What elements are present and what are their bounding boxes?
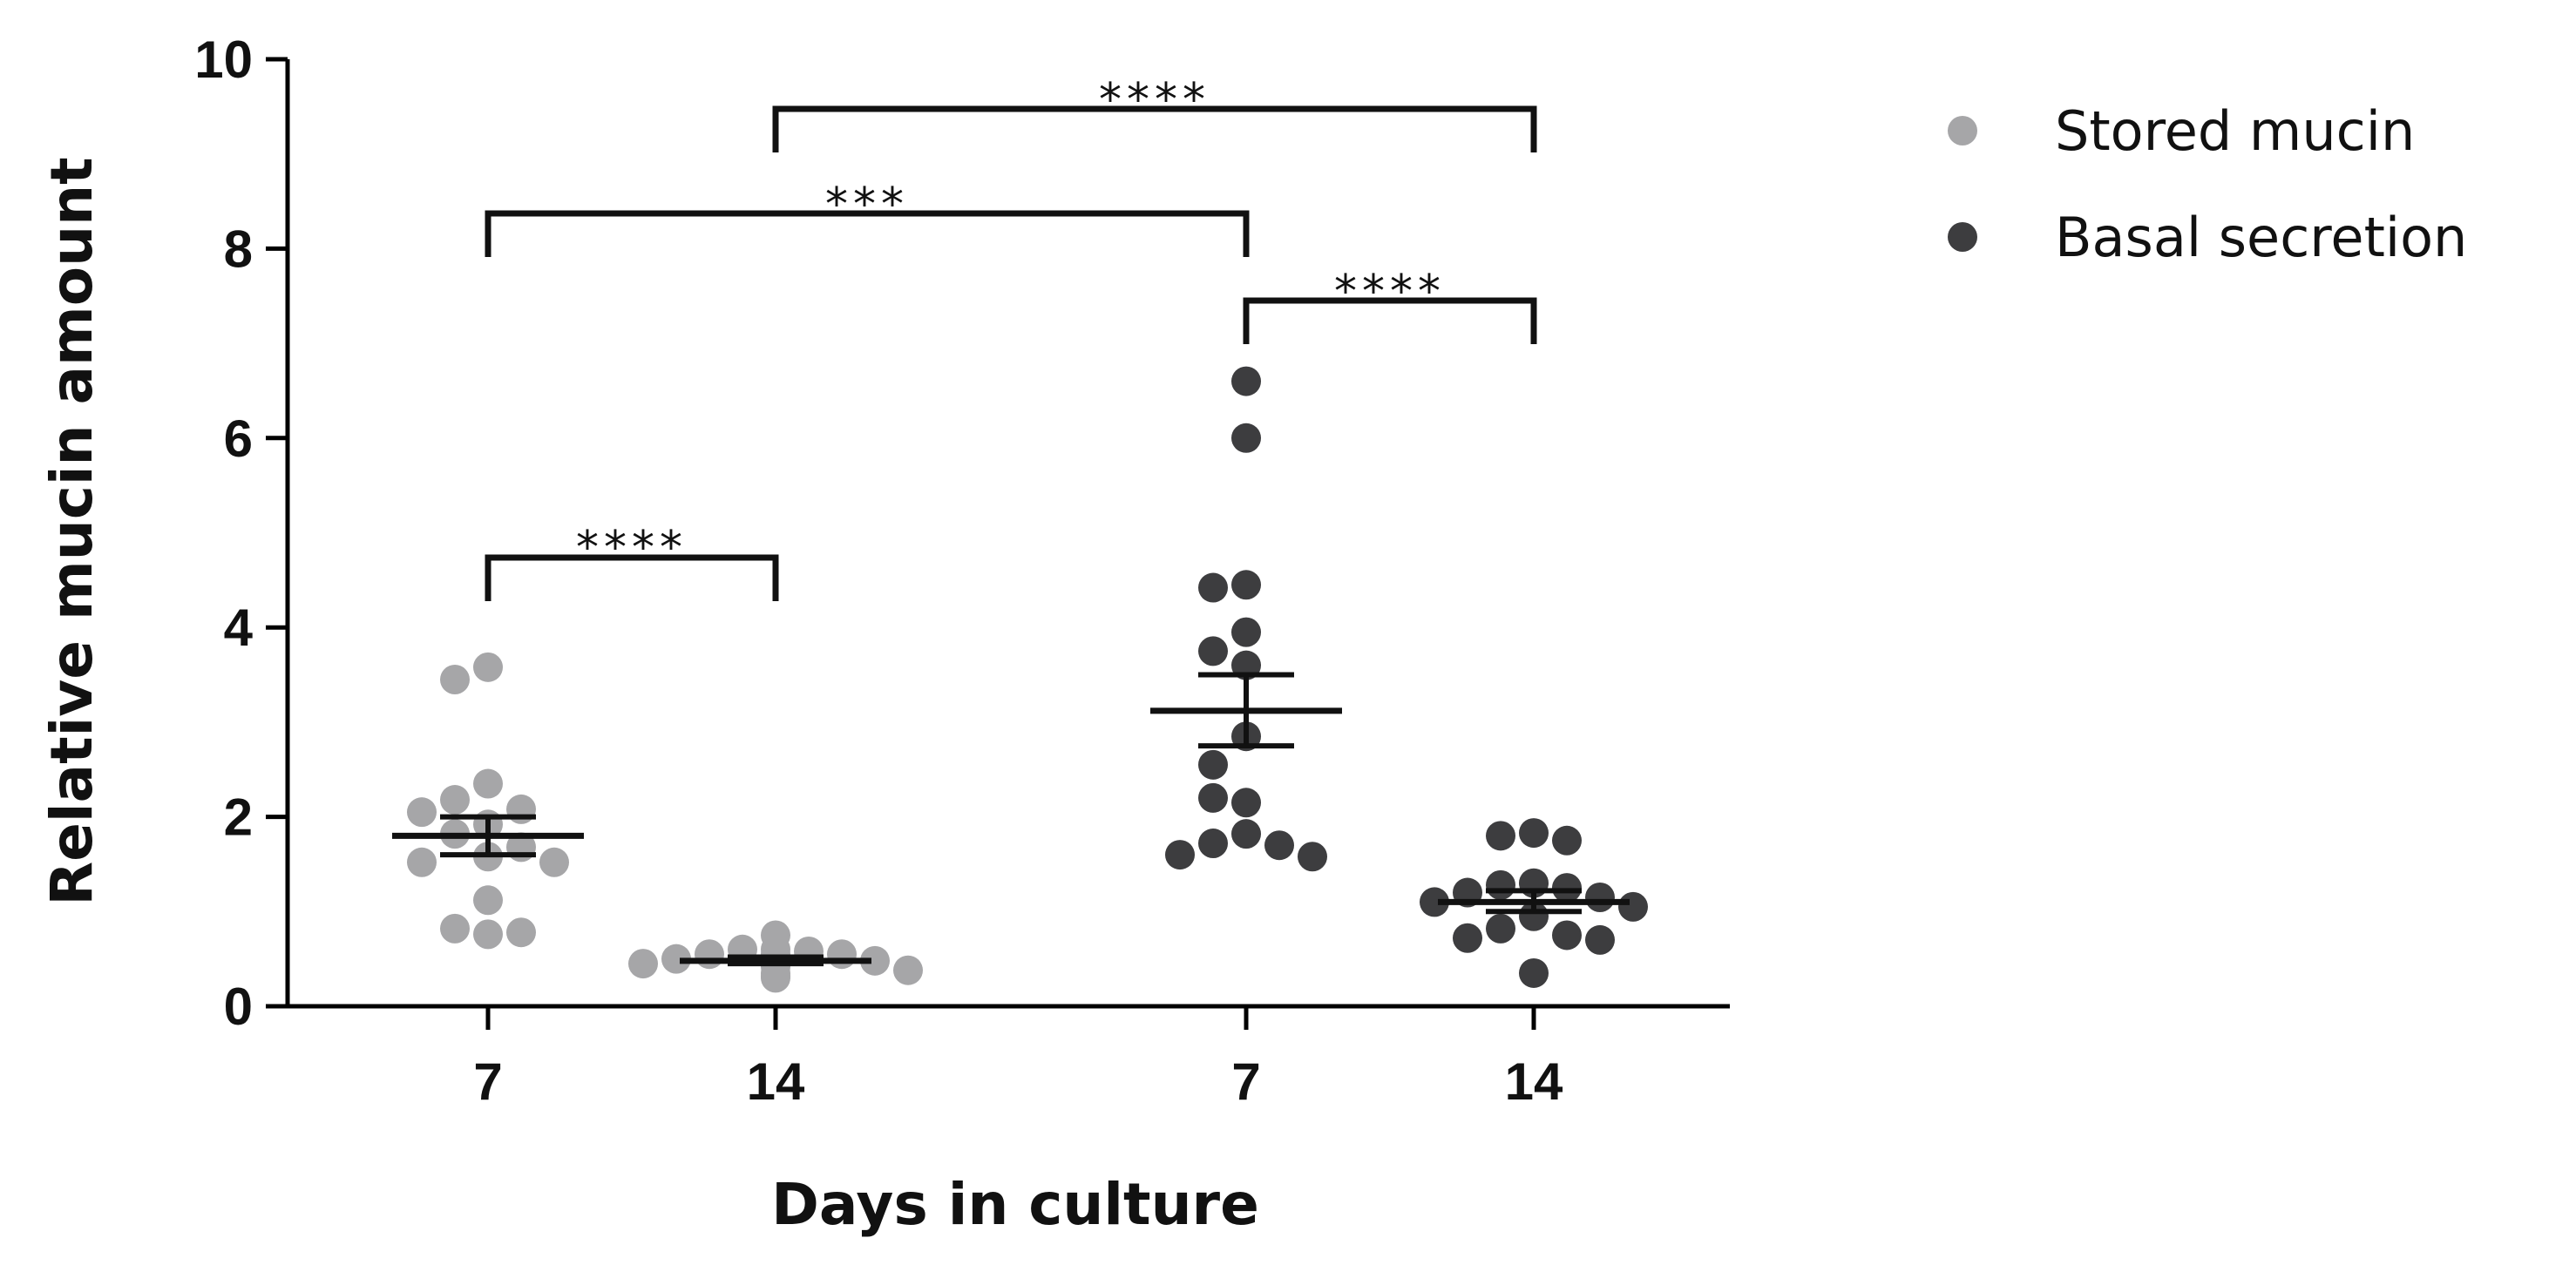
y-tick-label: 6 bbox=[224, 409, 253, 468]
data-point bbox=[827, 939, 857, 970]
data-point bbox=[473, 919, 503, 950]
data-point bbox=[860, 945, 890, 976]
data-point bbox=[1231, 788, 1261, 818]
data-point bbox=[506, 917, 536, 948]
data-point bbox=[1231, 617, 1261, 647]
data-point bbox=[506, 794, 536, 824]
x-ticks: 7 14 7 14 bbox=[473, 1006, 1563, 1111]
legend-label-stored-mucin: Stored mucin bbox=[2055, 99, 2415, 163]
data-point bbox=[893, 955, 923, 985]
data-point bbox=[1198, 636, 1228, 666]
data-point bbox=[695, 939, 724, 970]
significance-bracket bbox=[485, 210, 1250, 257]
legend-marker-stored-mucin bbox=[1948, 116, 1977, 145]
data-point bbox=[1198, 749, 1228, 780]
x-axis-title: Days in culture bbox=[771, 1171, 1259, 1238]
data-point bbox=[1585, 882, 1615, 912]
mean-sem-bars bbox=[392, 672, 1630, 967]
data-point bbox=[473, 885, 503, 916]
y-tick-label: 8 bbox=[224, 220, 253, 278]
data-point bbox=[440, 785, 470, 815]
data-point bbox=[1231, 423, 1261, 453]
data-point bbox=[1298, 842, 1327, 872]
data-point bbox=[1519, 901, 1549, 931]
data-point bbox=[1519, 818, 1549, 849]
axes: 0 2 4 6 8 10 7 14 7 14 bbox=[194, 30, 1730, 1111]
data-point bbox=[1231, 366, 1261, 396]
significance-label: **** bbox=[576, 522, 688, 574]
data-point bbox=[1552, 873, 1582, 903]
data-point bbox=[1420, 887, 1449, 917]
legend-label-basal-secretion: Basal secretion bbox=[2055, 206, 2467, 269]
significance-brackets: *************** bbox=[485, 74, 1537, 601]
data-point bbox=[473, 652, 503, 682]
data-point bbox=[1165, 840, 1195, 870]
significance-bracket bbox=[1243, 297, 1537, 344]
significance-bracket bbox=[772, 105, 1537, 152]
data-point bbox=[1519, 957, 1549, 988]
data-point bbox=[628, 949, 658, 979]
data-point bbox=[1486, 869, 1515, 900]
data-points bbox=[407, 366, 1648, 993]
data-point bbox=[1486, 821, 1515, 851]
legend-marker-basal-secretion bbox=[1948, 222, 1977, 252]
x-tick-label: 14 bbox=[747, 1052, 805, 1111]
data-point bbox=[1231, 570, 1261, 600]
significance-label: **** bbox=[1099, 74, 1210, 126]
data-point bbox=[1585, 924, 1615, 955]
y-tick-label: 0 bbox=[224, 978, 253, 1036]
data-point bbox=[661, 944, 691, 974]
data-point bbox=[1198, 572, 1228, 603]
y-tick-label: 2 bbox=[224, 788, 253, 847]
y-tick-label: 4 bbox=[224, 599, 254, 657]
data-point bbox=[407, 797, 437, 828]
significance-label: *** bbox=[825, 179, 909, 231]
y-tick-label: 10 bbox=[194, 30, 253, 89]
x-tick-label: 14 bbox=[1505, 1052, 1563, 1111]
data-point bbox=[440, 664, 470, 694]
data-point bbox=[539, 847, 569, 877]
significance-bracket bbox=[485, 554, 779, 601]
data-point bbox=[1198, 782, 1228, 813]
y-ticks: 0 2 4 6 8 10 bbox=[194, 30, 288, 1036]
data-point bbox=[1552, 825, 1582, 856]
significance-label: **** bbox=[1334, 266, 1446, 318]
x-tick-label: 7 bbox=[473, 1052, 502, 1111]
legend: Stored mucin Basal secretion bbox=[1948, 99, 2467, 269]
y-axis-title: Relative mucin amount bbox=[38, 157, 105, 905]
x-tick-label: 7 bbox=[1231, 1052, 1260, 1111]
data-point bbox=[1618, 891, 1648, 922]
data-point bbox=[1198, 829, 1228, 859]
data-point bbox=[1552, 920, 1582, 950]
data-point bbox=[407, 847, 437, 877]
data-point bbox=[1453, 923, 1482, 953]
data-point bbox=[1264, 830, 1294, 861]
data-point bbox=[473, 768, 503, 799]
data-point bbox=[1486, 913, 1515, 944]
data-point bbox=[1231, 819, 1261, 849]
data-point bbox=[440, 913, 470, 944]
